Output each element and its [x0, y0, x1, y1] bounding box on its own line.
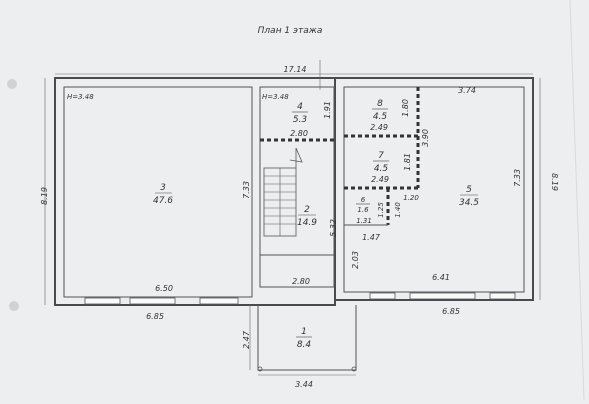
dim-room4-width: 2.80 — [290, 129, 308, 138]
dim-top-total: 17.14 — [284, 65, 307, 74]
dim-room4-height: 1.91 — [323, 101, 332, 119]
window-room3-b — [129, 297, 176, 305]
room-3-outline — [63, 86, 253, 298]
dim-porch-height: 2.47 — [242, 330, 251, 349]
plan-title: План 1 этажа — [258, 26, 323, 36]
room-label-6: 6 1.6 — [356, 196, 370, 214]
svg-text:3: 3 — [160, 183, 166, 193]
binder-hole-top — [7, 79, 17, 89]
svg-text:8: 8 — [377, 99, 383, 109]
svg-text:7: 7 — [378, 151, 384, 161]
dim-room3-height: 7.33 — [242, 181, 251, 199]
svg-text:5.3: 5.3 — [293, 115, 308, 125]
binder-hole-bottom — [9, 301, 19, 311]
window-room5-a — [369, 292, 396, 300]
dim-room3-outer: 6.85 — [146, 312, 164, 321]
dim-corridor-height: 2.03 — [351, 251, 360, 269]
height-middle: H=3.48 — [262, 93, 289, 101]
svg-text:2: 2 — [304, 205, 310, 215]
dim-room2-height: 5.32 — [329, 219, 338, 237]
room-label-8: 8 4.5 — [372, 99, 388, 122]
dim-left-height: 8.19 — [40, 187, 49, 205]
height-left: H=3.48 — [67, 93, 94, 101]
dim-room6-height: 1.25 — [377, 202, 385, 218]
svg-text:6: 6 — [361, 196, 366, 204]
dim-room3-width: 6.50 — [155, 284, 173, 293]
dim-room2-width: 2.80 — [292, 277, 310, 286]
room-label-7: 7 4.5 — [373, 151, 389, 174]
dim-room78-total: 3.90 — [421, 129, 430, 147]
dim-room6-h2: 1.40 — [394, 202, 402, 218]
window-room5-c — [489, 292, 516, 300]
outer-wall-left-block — [54, 77, 336, 306]
svg-text:8.4: 8.4 — [297, 340, 312, 350]
svg-text:4.5: 4.5 — [374, 164, 389, 174]
room-label-1: 1 8.4 — [296, 327, 312, 350]
room-label-3: 3 47.6 — [153, 183, 173, 206]
outer-wall-right-block — [335, 77, 534, 301]
svg-text:1.6: 1.6 — [357, 206, 369, 214]
svg-text:34.5: 34.5 — [459, 198, 479, 208]
svg-text:4: 4 — [297, 102, 303, 112]
room-label-4: 4 5.3 — [292, 102, 308, 125]
svg-text:47.6: 47.6 — [153, 196, 173, 206]
dim-room7-height: 1.81 — [403, 153, 412, 171]
dim-right-height: 8.19 — [550, 173, 559, 191]
dim-room5-width: 6.41 — [432, 273, 450, 282]
room-2-4-outline — [259, 86, 335, 288]
dim-room6-outer: 1.47 — [362, 233, 381, 242]
window-room3-a — [84, 297, 121, 305]
svg-text:14.9: 14.9 — [297, 218, 317, 228]
dim-room6-width: 1.31 — [356, 217, 372, 225]
porch-outline — [257, 305, 357, 371]
window-room3-c — [199, 297, 239, 305]
svg-text:1: 1 — [301, 327, 307, 337]
dim-room8-height: 1.80 — [401, 99, 410, 117]
dim-room5-outer: 6.85 — [442, 307, 460, 316]
dim-room7-width: 2.49 — [371, 175, 389, 184]
dim-room5-height: 7.33 — [513, 169, 522, 187]
room-label-2: 2 14.9 — [297, 205, 317, 228]
staircase — [263, 147, 303, 237]
dim-room6-w2: 1.20 — [403, 194, 419, 202]
svg-text:4.5: 4.5 — [373, 112, 388, 122]
svg-text:5: 5 — [466, 185, 472, 195]
room-label-5: 5 34.5 — [459, 185, 479, 208]
window-room5-b — [409, 292, 476, 300]
dim-top-right: 3.74 — [458, 86, 476, 95]
room-5-outline — [343, 86, 525, 293]
dim-porch-width: 3.44 — [295, 380, 313, 389]
dim-room8-width: 2.49 — [370, 123, 388, 132]
